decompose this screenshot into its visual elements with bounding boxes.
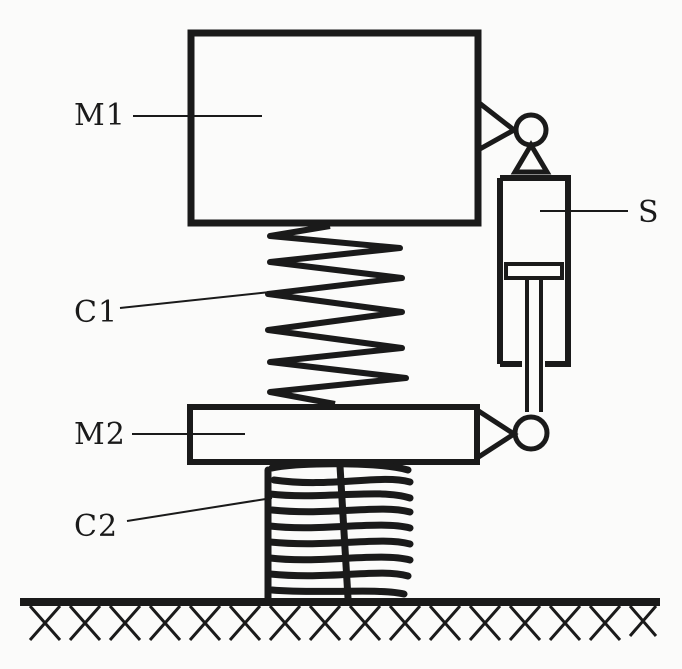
shock-piston (504, 262, 564, 280)
label-m1: M1 (74, 98, 126, 133)
mass-m1 (187, 29, 482, 227)
spring-c2 (264, 460, 414, 602)
c1-leader-line (119, 291, 271, 309)
ground-hatching (28, 605, 658, 641)
label-c2: C2 (74, 509, 119, 544)
label-s: S (638, 195, 660, 230)
label-c1: C1 (74, 295, 119, 330)
spring-c1 (265, 223, 409, 407)
shock-cylinder (500, 175, 571, 367)
top-link (510, 140, 552, 175)
bottom-pivot (512, 414, 550, 452)
c2-leader-line (126, 497, 273, 522)
top-bracket (475, 96, 519, 155)
label-m2: M2 (74, 417, 126, 452)
bottom-bracket (474, 405, 519, 463)
